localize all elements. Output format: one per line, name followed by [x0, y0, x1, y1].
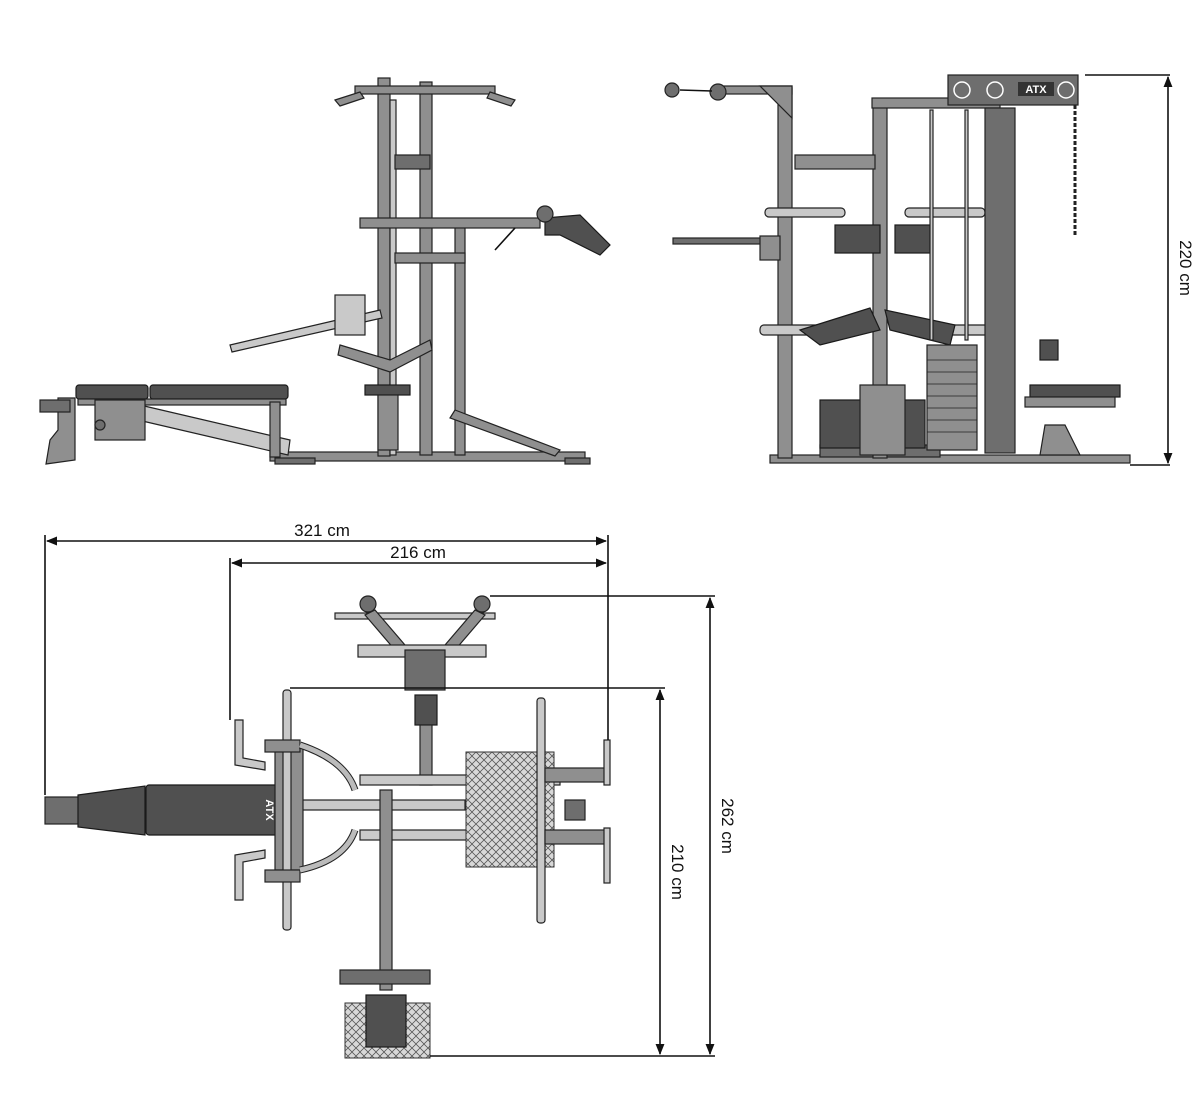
dim-overall-length-label: 321 cm: [294, 521, 350, 540]
side-view: [39, 77, 611, 465]
dim-depth-rack-label: 210 cm: [668, 844, 687, 900]
front-view: ATX: [664, 74, 1131, 464]
dimension-overall-length: 321 cm: [44, 521, 609, 795]
rack-upright-side: [229, 77, 611, 457]
brand-logo: ATX: [1025, 84, 1047, 96]
dimension-height: 220 cm: [1085, 74, 1195, 466]
dimension-depth-overall: 262 cm: [490, 595, 737, 1057]
dimension-rack-length: 216 cm: [229, 543, 608, 720]
bench-logo: ATX: [263, 799, 275, 821]
top-view: ATX: [44, 595, 611, 1059]
dim-depth-overall-label: 262 cm: [718, 798, 737, 854]
dim-rack-length-label: 216 cm: [390, 543, 446, 562]
bench-side: [39, 384, 291, 465]
dim-height-label: 220 cm: [1176, 240, 1195, 296]
dimension-depth-rack: 210 cm: [290, 687, 687, 1057]
